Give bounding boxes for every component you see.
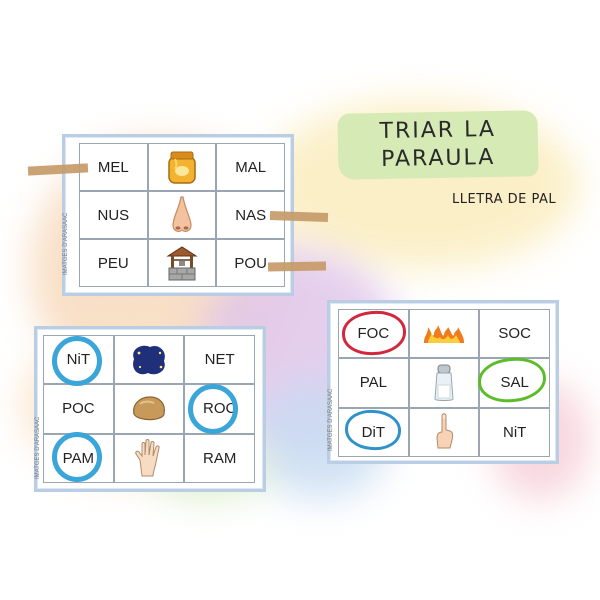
- card-2-cell-right-1[interactable]: NET: [184, 335, 255, 385]
- card-1-cell-left-2[interactable]: NUS: [79, 191, 148, 239]
- fire-icon: [408, 309, 480, 359]
- card-3-cell-left-1[interactable]: FOC: [338, 309, 409, 359]
- finger-icon: [408, 407, 480, 457]
- card-3-grid: FOC SOC PAL SAL DiT: [338, 309, 550, 457]
- subtitle: LLETRA DE PAL: [452, 192, 557, 207]
- well-icon: [147, 239, 217, 287]
- title-line-1: TRIAR LA: [379, 116, 497, 145]
- hand-icon: [113, 433, 185, 483]
- card-1-grid: MEL MAL NUS NAS PEU: [79, 143, 285, 287]
- card-3-cell-right-2[interactable]: SAL: [479, 358, 550, 408]
- honey-jar-icon: [147, 143, 217, 191]
- card-3-cell-right-3[interactable]: NiT: [479, 407, 550, 457]
- card-1-cell-right-1[interactable]: MAL: [216, 143, 285, 191]
- title-line-2: PARAULA: [380, 145, 496, 172]
- card-1: IMATGES D'ARASAAC MEL MAL NUS: [62, 134, 294, 296]
- card-2-cell-right-3[interactable]: RAM: [184, 433, 255, 483]
- salt-shaker-icon: [408, 358, 480, 408]
- card-1-cell-left-1[interactable]: MEL: [79, 143, 148, 191]
- card-3-cell-left-2[interactable]: PAL: [338, 358, 409, 408]
- card-3-cell-right-1[interactable]: SOC: [479, 309, 550, 359]
- ring-marker-nit: [52, 336, 102, 386]
- title-box: TRIAR LA PARAULA: [337, 110, 539, 180]
- rock-icon: [113, 384, 185, 434]
- card-1-credit: IMATGES D'ARASAAC: [63, 212, 69, 275]
- card-3-cell-left-3[interactable]: DiT: [338, 407, 409, 457]
- card-2-cell-left-2[interactable]: POC: [43, 384, 114, 434]
- card-3: IMATGES D'ARASAAC FOC SOC PAL SAL DiT: [327, 300, 559, 464]
- moon-night-icon: [113, 335, 185, 385]
- card-3-credit: IMATGES D'ARASAAC: [328, 388, 334, 451]
- ring-marker-roc: [188, 384, 238, 434]
- nose-icon: [147, 191, 217, 239]
- card-1-cell-left-3[interactable]: PEU: [79, 239, 148, 287]
- card-2-credit: IMATGES D'ARASAAC: [35, 416, 41, 479]
- tape-marker-pou: [267, 261, 327, 272]
- ring-marker-pam: [52, 432, 102, 482]
